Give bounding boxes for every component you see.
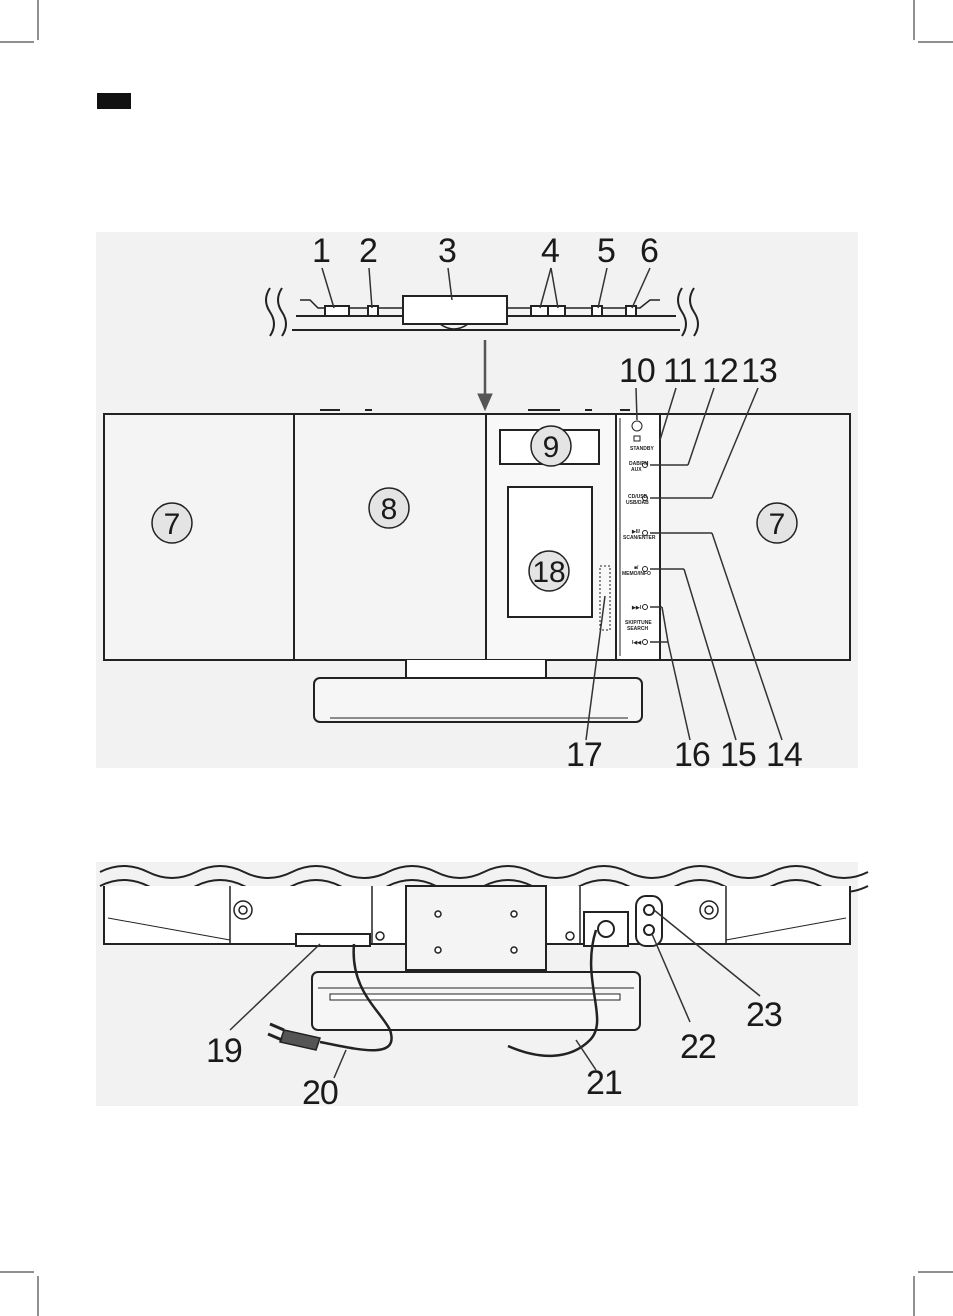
cd-door [294, 414, 486, 660]
skip-back-button-dot[interactable] [643, 640, 648, 645]
callout-19: 19 [206, 1032, 242, 1070]
remote-sensor [632, 421, 642, 431]
top-button-1[interactable] [325, 306, 349, 316]
callout-20: 20 [302, 1074, 338, 1112]
cd-slot-door [403, 296, 507, 324]
label-skip-fwd: ▶▶I [631, 605, 642, 611]
callout-18: 18 [532, 556, 565, 589]
label-aux: AUX [631, 467, 642, 473]
callout-4: 4 [541, 232, 559, 270]
top-button-5[interactable] [592, 306, 602, 316]
label-skip-back: I◀◀ [632, 640, 641, 646]
callout-7-right: 7 [769, 508, 786, 541]
callout-9: 9 [543, 431, 560, 464]
callout-11: 11 [663, 352, 696, 390]
callout-16: 16 [674, 736, 710, 774]
top-button-2[interactable] [368, 306, 378, 316]
callout-7-left: 7 [164, 508, 181, 541]
right-speaker [660, 414, 850, 660]
callout-15: 15 [720, 736, 756, 774]
jack-plate [636, 896, 662, 946]
callout-3: 3 [438, 232, 456, 270]
callout-2: 2 [359, 232, 377, 270]
callout-1: 1 [312, 232, 330, 270]
callout-10: 10 [619, 352, 655, 390]
callout-22: 22 [680, 1028, 716, 1066]
back-stand-base [312, 972, 640, 1030]
label-search: SEARCH [627, 626, 649, 632]
headphone-jack[interactable] [644, 925, 654, 935]
callout-8: 8 [381, 493, 398, 526]
skip-fwd-button-dot[interactable] [643, 605, 648, 610]
callout-6: 6 [640, 232, 658, 270]
callout-23: 23 [746, 996, 782, 1034]
aux-in-jack[interactable] [644, 905, 654, 915]
callout-17: 17 [566, 736, 602, 774]
language-tab [97, 93, 131, 109]
callout-5: 5 [597, 232, 615, 270]
callout-12: 12 [702, 352, 738, 390]
label-usb-dab: USB/DAB [626, 500, 649, 506]
callout-13: 13 [741, 352, 777, 390]
callout-14: 14 [766, 736, 802, 774]
standby-button[interactable] [634, 436, 640, 441]
label-scan-enter: SCAN/ENTER [623, 535, 656, 541]
top-button-6[interactable] [626, 306, 636, 316]
battery-compartment [296, 934, 370, 946]
left-speaker [104, 414, 294, 660]
label-standby: STANDBY [630, 446, 654, 452]
callout-21: 21 [586, 1064, 622, 1102]
label-memo-info: MEMO/INFO [622, 571, 651, 577]
